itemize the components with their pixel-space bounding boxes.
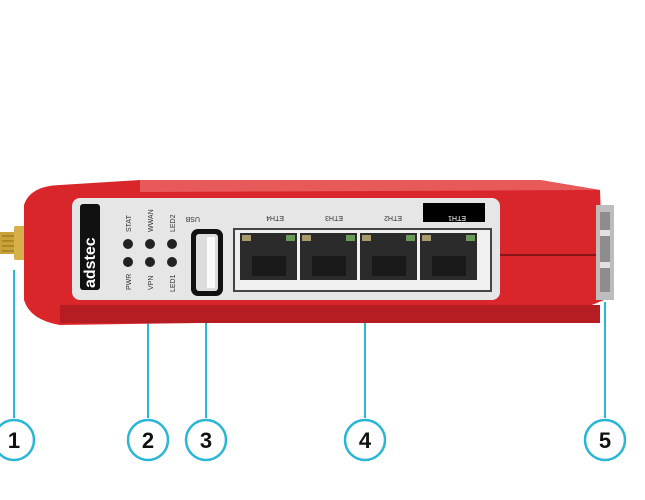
led-stat <box>123 239 133 249</box>
eth-port-3 <box>300 233 357 280</box>
led-label-led1: LED1 <box>170 274 177 292</box>
callout-number-2: 2 <box>142 428 154 453</box>
callout-number-3: 3 <box>200 428 212 453</box>
led-wwan <box>145 239 155 249</box>
callout-number-5: 5 <box>599 428 611 453</box>
eth3-label: ETH3 <box>325 214 343 221</box>
eth1-label: ETH1 <box>448 214 466 221</box>
eth4-label: ETH4 <box>266 214 284 221</box>
callout-3 <box>184 418 228 462</box>
eth2-label: ETH2 <box>384 214 402 221</box>
led-label-vpn: VPN <box>148 276 155 290</box>
led-label-pwr: PWR <box>126 274 133 290</box>
callout-5 <box>583 418 627 462</box>
callout-4 <box>343 418 387 462</box>
eth-port-1 <box>420 233 477 280</box>
eth-port-2 <box>360 233 417 280</box>
callout-number-1: 1 <box>8 428 20 453</box>
callout-2 <box>126 418 170 462</box>
led-vpn <box>145 257 155 267</box>
led-indicators: STAT WWAN LED2 PWR VPN LED1 <box>123 209 177 292</box>
led-label-led2: LED2 <box>170 214 177 232</box>
led-label-wwan: WWAN <box>148 209 155 232</box>
led-led1 <box>167 257 177 267</box>
brand-logo: adstec <box>80 204 100 290</box>
side-connector <box>596 205 614 300</box>
eth-port-4 <box>240 233 297 280</box>
usb-label: USB <box>185 215 200 222</box>
led-led2 <box>167 239 177 249</box>
usb-port: USB <box>185 215 223 296</box>
callout-number-4: 4 <box>359 428 372 453</box>
brand-logo-text: adstec <box>82 237 99 288</box>
callout-1 <box>0 418 36 462</box>
led-label-stat: STAT <box>126 214 133 232</box>
ethernet-ports: ETH4 ETH3 ETH2 ETH1 <box>233 203 492 292</box>
led-pwr <box>123 257 133 267</box>
